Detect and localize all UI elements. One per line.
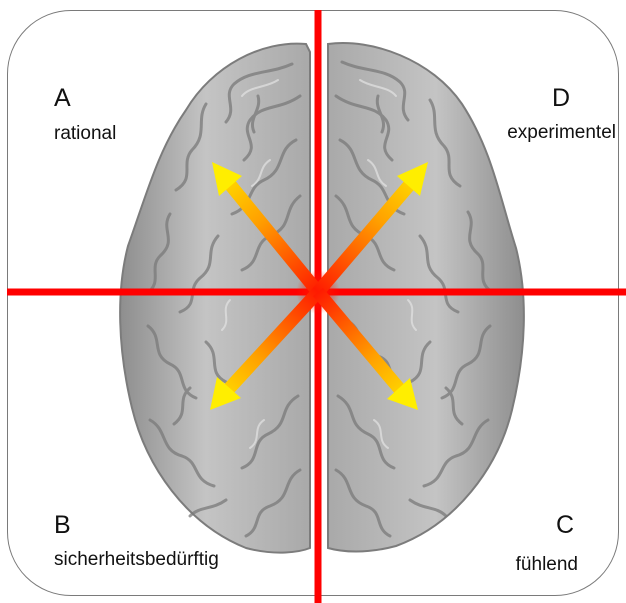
quadrant-b-label: sicherheitsbedürftig <box>54 550 219 570</box>
quadrant-c-label: fühlend <box>516 555 578 575</box>
quadrant-a-label: rational <box>54 124 116 144</box>
quadrant-b-letter: B <box>54 513 71 538</box>
quadrant-d-label: experimentel <box>507 123 616 143</box>
quadrant-a-letter: A <box>54 86 71 111</box>
quadrant-c-letter: C <box>556 513 574 538</box>
right-hemisphere <box>328 43 524 551</box>
quadrant-d-letter: D <box>552 86 570 111</box>
left-hemisphere <box>120 44 310 553</box>
